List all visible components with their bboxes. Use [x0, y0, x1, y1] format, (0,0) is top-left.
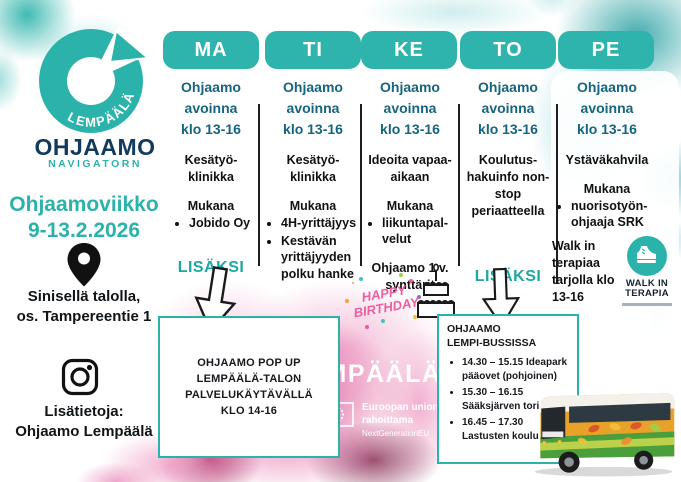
bus-stop: 14.30 – 15.15 Ideapark pääovet (pohjoine… [462, 356, 573, 383]
friday-mukana-label: Mukana [583, 181, 631, 196]
bus-box-title-line2: LEMPI-BUSSISSA [447, 336, 537, 349]
confetti-decoration [352, 282, 354, 284]
column-tuesday: Ohjaamo avoinna klo 13-16 Kesätyö-klinik… [261, 77, 365, 282]
column-thursday: Ohjaamo avoinna klo 13-16 Koulutus-hakui… [456, 77, 560, 286]
wednesday-activity: Ideoita vapaa-aikaan [368, 153, 452, 184]
eu-funding-line1: Euroopan unionin [362, 402, 448, 413]
popup-line2: LEMPÄÄLÄ-TALON [196, 373, 302, 385]
column-monday: Ohjaamo avoinna klo 13-16 Kesätyö-klinik… [159, 77, 263, 277]
column-wednesday: Ohjaamo avoinna klo 13-16 Ideoita vapaa-… [358, 77, 462, 294]
tuesday-partner: Kestävän yrittäjyyden polku hanke [281, 233, 365, 282]
poster-title-line1: Ohjaamoviikko [9, 193, 159, 216]
thursday-activity: Koulutus-hakuinfo non-stop periaatteella [466, 153, 550, 218]
tuesday-partner: 4H-yrittäjyys [281, 215, 365, 231]
popup-line1: OHJAAMO POP UP [197, 357, 301, 369]
column-divider [360, 104, 362, 266]
more-info-text: Lisätietoja: Ohjaamo Lempäälä [0, 402, 168, 443]
monday-activity: Kesätyö-klinikka [184, 153, 238, 184]
column-divider [258, 104, 260, 266]
sneaker-icon [627, 236, 667, 276]
instagram-icon [61, 358, 99, 401]
popup-callout-box: OHJAAMO POP UP LEMPÄÄLÄ-TALON PALVELUKÄY… [158, 316, 340, 458]
location-line1: Sinisellä talolla, [27, 288, 141, 305]
day-header-friday: PE [558, 31, 654, 69]
friday-activity: Ystäväkahvila [565, 153, 649, 167]
wednesday-open-hours: Ohjaamo avoinna klo 13-16 [380, 79, 440, 137]
friday-open-hours: Ohjaamo avoinna klo 13-16 [577, 79, 637, 137]
column-divider [458, 104, 460, 266]
poster-title: Ohjaamoviikko 9-13.2.2026 [0, 192, 168, 245]
brand-subtitle: NAVIGATORN [48, 158, 142, 170]
day-header-thursday: TO [460, 31, 556, 69]
location-line2: os. Tampereentie 1 [16, 308, 152, 326]
friday-partner: nuorisotyön-ohjaaja SRK [571, 198, 659, 231]
day-header-wednesday: KE [361, 31, 457, 69]
brand-title: OHJAAMO [34, 134, 156, 160]
eu-funding-line2: rahoittama [362, 414, 414, 426]
popup-line3: PALVELUKÄYTÄVÄLLÄ [185, 389, 313, 401]
day-header-tuesday: TI [265, 31, 361, 69]
lempi-bus-photo [527, 383, 680, 482]
walk-in-terapia-logo: WALK IN TERAPIA [616, 236, 678, 306]
thursday-open-hours: Ohjaamo avoinna klo 13-16 [478, 79, 538, 137]
column-friday: Ohjaamo avoinna klo 13-16 Ystäväkahvila … [555, 77, 659, 230]
poster-title-line2: 9-13.2.2026 [27, 219, 141, 243]
bus-box-title-line1: OHJAAMO [447, 323, 501, 335]
more-info-label: Lisätietoja: [44, 403, 124, 420]
monday-mukana-label: Mukana [187, 198, 235, 213]
monday-partner: Jobido Oy [189, 215, 263, 231]
location-text: Sinisellä talolla, os. Tampereentie 1 [0, 287, 168, 328]
monday-open-hours: Ohjaamo avoinna klo 13-16 [181, 79, 241, 137]
walkin-tagline [622, 302, 672, 306]
friday-walkin-note: Walk in terapiaa tarjolla klo 13-16 [552, 239, 615, 304]
eu-funding-line3: NextGenerationEU [362, 429, 430, 438]
ohjaamo-logo-icon: LEMPÄÄLÄ [36, 18, 156, 138]
tuesday-open-hours: Ohjaamo avoinna klo 13-16 [283, 79, 343, 137]
walkin-label-line2: TERAPIA [625, 288, 669, 300]
wednesday-mukana-label: Mukana [386, 198, 434, 213]
wednesday-partner: liikuntapal-velut [382, 215, 462, 248]
tuesday-mukana-label: Mukana [289, 198, 337, 213]
tuesday-activity: Kesätyö-klinikka [286, 153, 340, 184]
location-pin-icon [66, 242, 102, 293]
more-info-value: Ohjaamo Lempäälä [15, 423, 153, 441]
popup-line4: KLO 14-16 [220, 405, 278, 417]
day-header-monday: MA [163, 31, 259, 69]
